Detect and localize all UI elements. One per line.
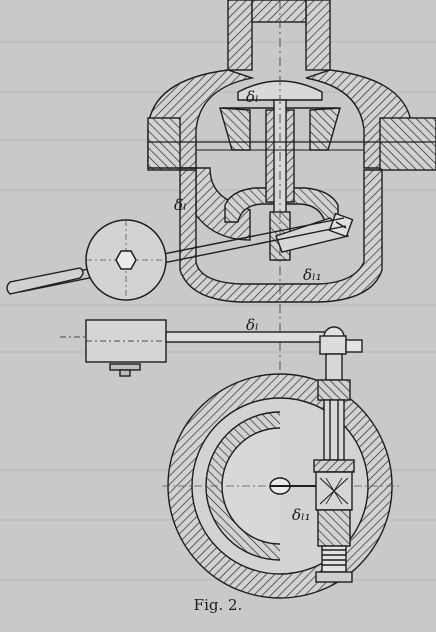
handwheel-upper xyxy=(85,219,167,301)
spindle-assembly-lower xyxy=(313,335,363,583)
label-handle-upper: δₗ xyxy=(174,196,187,214)
label-lever-lower: δₗ xyxy=(246,316,259,334)
plan-view-lever xyxy=(60,319,345,377)
valve-body-upper xyxy=(147,0,436,303)
handle-grip xyxy=(6,267,84,295)
label-stem-lower: δₗ₁ xyxy=(292,506,311,524)
figure-caption: Fig. 2. xyxy=(193,596,243,614)
label-stem-upper: δₗ₁ xyxy=(303,266,322,284)
label-top: δₗ xyxy=(246,88,259,106)
valve-body-lower xyxy=(162,373,400,599)
